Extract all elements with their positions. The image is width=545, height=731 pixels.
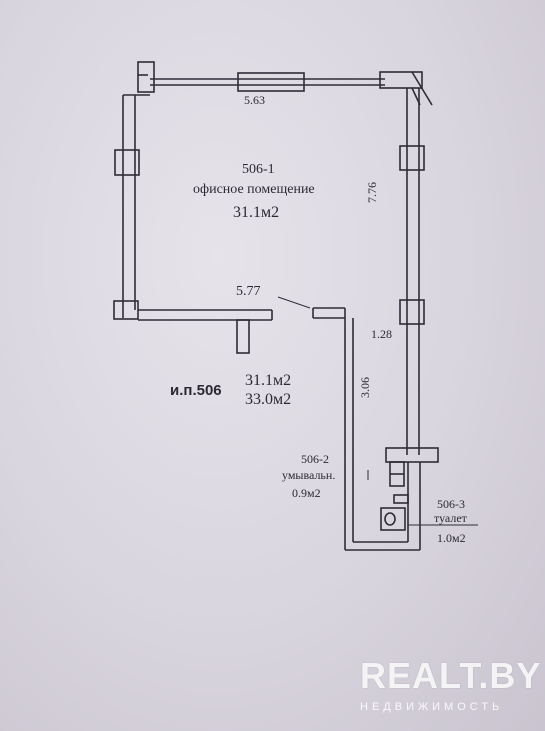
dim-right-wall: 7.76 — [365, 182, 379, 203]
dim-top-wall: 5.63 — [244, 93, 265, 107]
unit-area-main: 31.1м2 — [245, 372, 292, 389]
wall-corridor — [312, 307, 354, 550]
room-toilet-number: 506-3 — [437, 497, 465, 511]
room-office-name: офисное помещение — [193, 182, 315, 197]
watermark-logo: REALT.BY — [360, 655, 542, 696]
window-top — [150, 72, 385, 92]
room-toilet-area: 1.0м2 — [437, 531, 466, 545]
wall-right — [399, 88, 425, 455]
unit-area-total: 33.0м2 — [245, 391, 292, 408]
room-toilet-name: туалет — [434, 511, 467, 525]
watermark-subtitle: НЕДВИЖИМОСТЬ — [360, 701, 504, 713]
room-washroom-area: 0.9м2 — [292, 486, 321, 500]
room-washroom-number: 506-2 — [301, 452, 329, 466]
dim-corridor-length: 3.06 — [358, 377, 372, 398]
wall-top-right — [379, 71, 433, 106]
wall-office-bottom — [138, 309, 273, 354]
unit-label: и.п.506 — [170, 382, 222, 399]
wall-top-left — [137, 61, 155, 93]
room-washroom-name: умывальн. — [282, 468, 336, 482]
wall-left — [113, 94, 150, 320]
toilet-fixture — [380, 507, 406, 531]
dim-corridor-width: 1.28 — [371, 327, 392, 341]
dim-bottom-wall: 5.77 — [236, 284, 261, 299]
room-office-number: 506-1 — [242, 162, 275, 177]
room-office-area: 31.1м2 — [233, 204, 280, 221]
door-swing — [277, 296, 311, 309]
bathroom-block — [345, 447, 439, 551]
